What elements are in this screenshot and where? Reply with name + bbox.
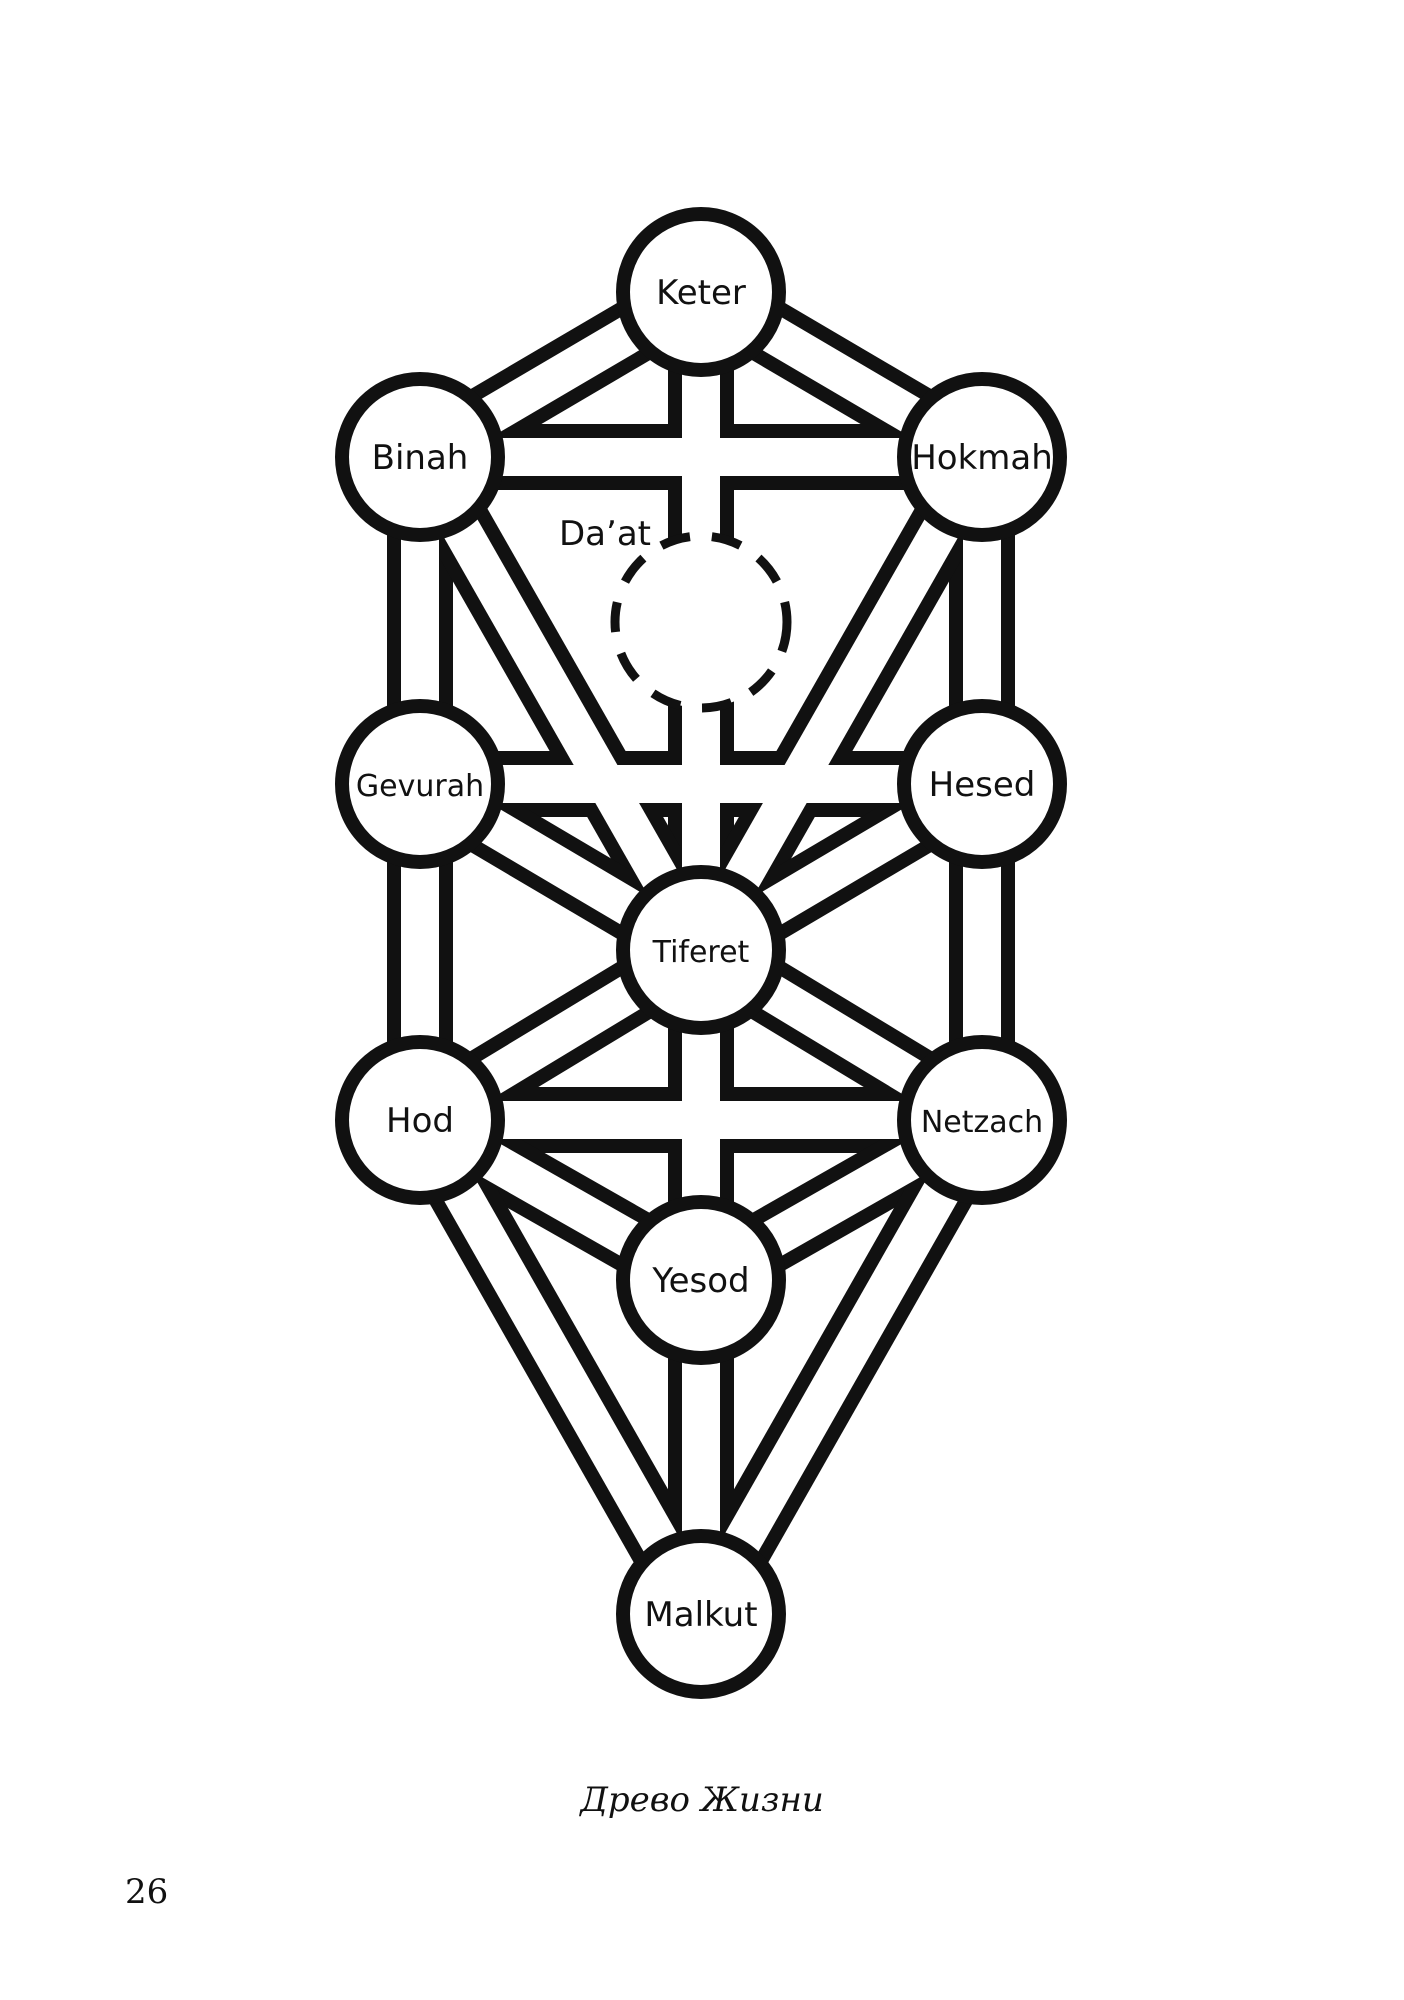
sephira-netzach-label: Netzach: [921, 1105, 1043, 1140]
sephira-yesod-circle: [616, 1195, 786, 1365]
sephira-gevurah: Gevurah: [335, 699, 505, 869]
path-hod-malkut-fill: [403, 1110, 718, 1624]
path-hokmah-tiferet-fill: [684, 447, 999, 960]
path-netzach-malkut-fill: [684, 1110, 999, 1624]
sephira-tiferet-circle: [616, 865, 786, 1035]
daat-node: Da’at: [559, 514, 792, 713]
sephira-malkut-circle: [616, 1529, 786, 1699]
sephira-hokmah-label: Hokmah: [911, 438, 1053, 478]
daat-circle: [610, 531, 792, 713]
sephira-hesed: Hesed: [897, 699, 1067, 869]
sephira-binah: Binah: [335, 372, 505, 542]
sephira-keter: Keter: [616, 207, 786, 377]
sephira-hokmah: Hokmah: [897, 372, 1067, 542]
sephira-yesod: Yesod: [616, 1195, 786, 1365]
sephira-hokmah-circle: [897, 372, 1067, 542]
sephira-keter-label: Keter: [656, 273, 746, 313]
sephira-malkut: Malkut: [616, 1529, 786, 1699]
sephira-binah-circle: [335, 372, 505, 542]
sephira-hesed-circle: [897, 699, 1067, 869]
sephira-netzach: Netzach: [897, 1035, 1067, 1205]
sephira-yesod-label: Yesod: [651, 1261, 749, 1301]
sephira-keter-circle: [616, 207, 786, 377]
sephira-tiferet-label: Tiferet: [652, 935, 750, 970]
sephira-tiferet: Tiferet: [616, 865, 786, 1035]
sephira-gevurah-label: Gevurah: [356, 769, 484, 804]
sephira-hod-circle: [335, 1035, 505, 1205]
sephira-binah-label: Binah: [372, 438, 469, 478]
sephira-gevurah-circle: [335, 699, 505, 869]
page-number: 26: [125, 1872, 169, 1912]
figure-caption: Древо Жизни: [580, 1780, 824, 1820]
sephira-hod-label: Hod: [386, 1101, 454, 1141]
path-binah-tiferet-fill: [403, 447, 718, 960]
sephira-hod: Hod: [335, 1035, 505, 1205]
sephira-malkut-label: Malkut: [644, 1595, 757, 1635]
sephira-netzach-circle: [897, 1035, 1067, 1205]
daat-label: Da’at: [559, 514, 651, 554]
sephira-hesed-label: Hesed: [929, 765, 1036, 805]
